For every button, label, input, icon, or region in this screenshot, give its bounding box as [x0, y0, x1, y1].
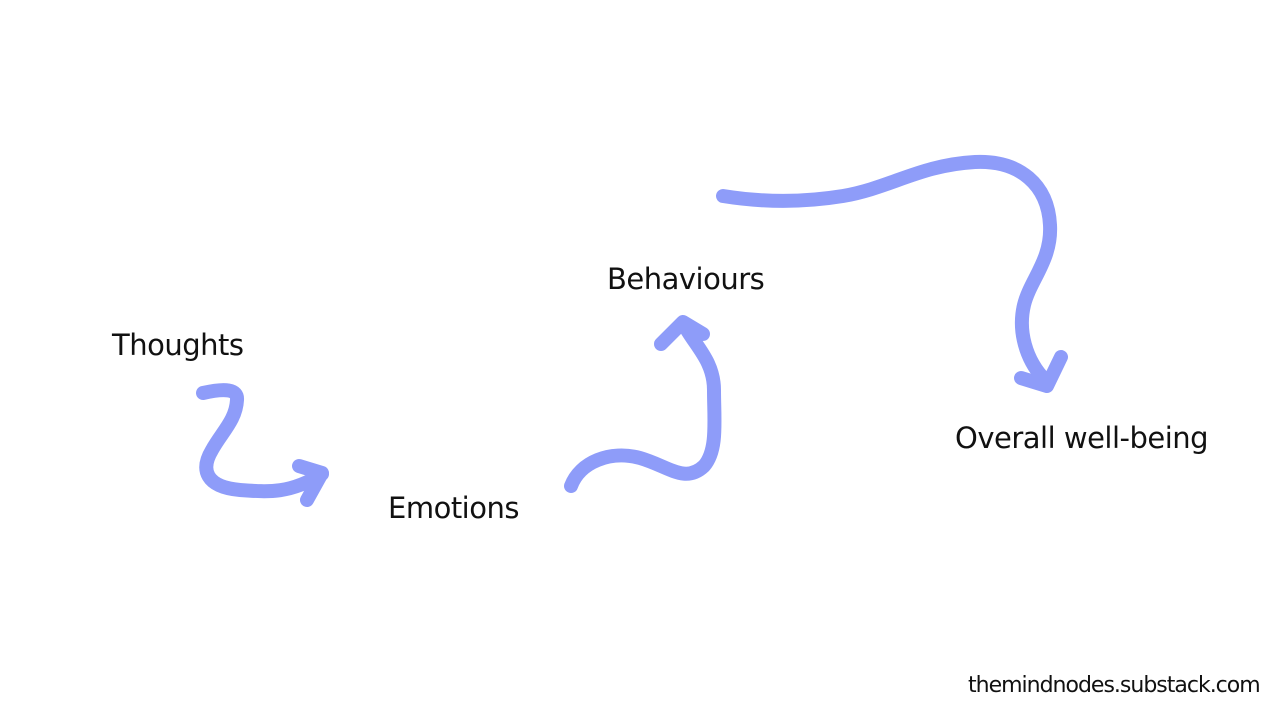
- node-behaviours-label: Behaviours: [607, 262, 765, 296]
- node-emotions-label: Emotions: [388, 491, 519, 525]
- arrow-behaviours-to-wellbeing: [716, 154, 1068, 393]
- arrow-thoughts-to-emotions: [196, 383, 329, 507]
- watermark-text: themindnodes.substack.com: [968, 673, 1261, 698]
- arrow-emotions-to-behaviours-head: [654, 315, 710, 351]
- arrow-emotions-to-behaviours-stroke: [564, 316, 722, 493]
- arrow-thoughts-to-emotions-stroke: [196, 383, 329, 499]
- arrow-thoughts-to-emotions-head: [292, 459, 329, 507]
- node-wellbeing-label: Overall well-being: [955, 421, 1209, 455]
- arrow-emotions-to-behaviours: [564, 315, 722, 493]
- arrow-behaviours-to-wellbeing-head: [1014, 350, 1068, 393]
- node-thoughts-label: Thoughts: [112, 328, 244, 362]
- arrow-behaviours-to-wellbeing-stroke: [716, 154, 1058, 388]
